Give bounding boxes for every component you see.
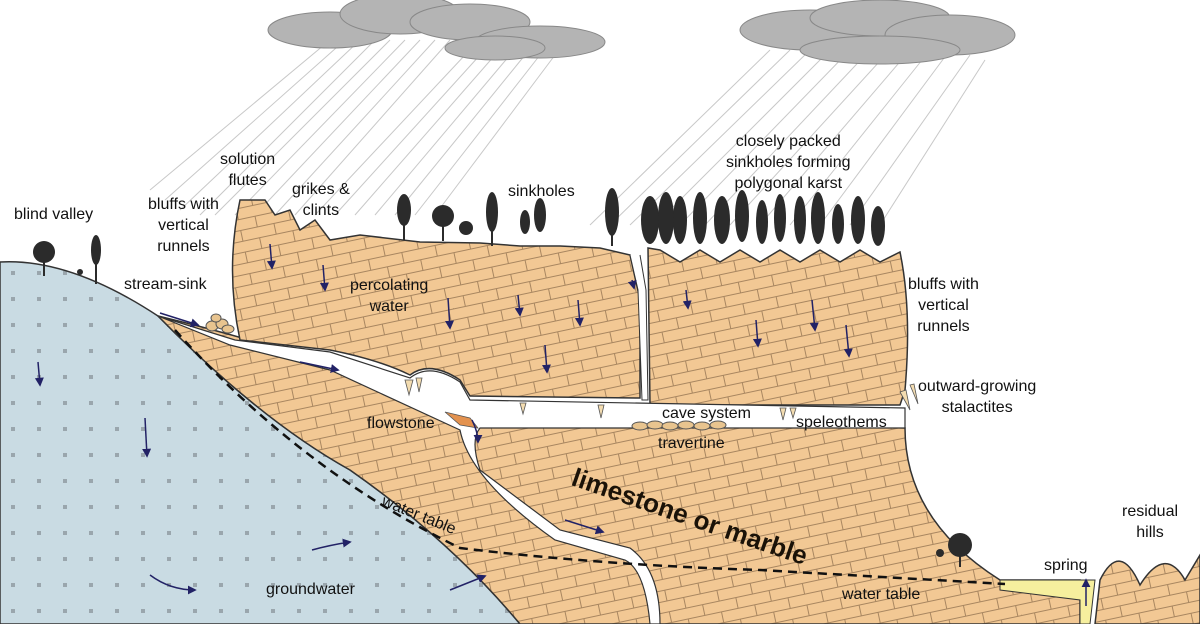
flow-arrows bbox=[34, 243, 1091, 606]
label-outward-stalactites: outward-growing stalactites bbox=[918, 378, 1037, 416]
cave-passage bbox=[157, 315, 906, 624]
label-travertine: travertine bbox=[658, 435, 725, 452]
stalactites bbox=[404, 377, 919, 421]
vertical-fissure bbox=[629, 254, 649, 401]
label-polygonal-karst: closely packed sinkholes forming polygon… bbox=[726, 133, 851, 192]
label-water-table-right: water table bbox=[842, 586, 921, 603]
label-flowstone: flowstone bbox=[367, 415, 435, 432]
limestone-plateau-right bbox=[647, 247, 909, 406]
travertine-deposits bbox=[631, 420, 727, 431]
boulders bbox=[205, 313, 235, 334]
label-bluffs-right: bluffs with vertical runnels bbox=[908, 276, 979, 335]
flowstone-deposit bbox=[444, 411, 479, 429]
spring-pool bbox=[999, 579, 1096, 624]
cloud-right bbox=[739, 0, 1016, 65]
label-spring: spring bbox=[1044, 557, 1088, 574]
label-cave-system: cave system bbox=[662, 405, 751, 422]
residual-hills-shape bbox=[1094, 553, 1200, 624]
label-residual-hills: residual hills bbox=[1122, 503, 1179, 541]
label-speleothems: speleothems bbox=[796, 414, 887, 431]
label-groundwater: groundwater bbox=[266, 581, 355, 598]
trees bbox=[33, 188, 972, 567]
label-percolating-water: percolating water bbox=[350, 277, 429, 315]
label-stream-sink: stream-sink bbox=[124, 276, 207, 293]
cloud-left bbox=[267, 0, 606, 61]
label-blind-valley: blind valley bbox=[14, 206, 94, 223]
rain bbox=[149, 39, 986, 226]
limestone-plateau-left bbox=[231, 199, 641, 399]
label-solution-flutes: solution flutes bbox=[220, 151, 276, 189]
label-grikes-clints: grikes & clints bbox=[292, 181, 350, 219]
water-table-line bbox=[174, 329, 1006, 586]
label-sinkholes: sinkholes bbox=[508, 183, 575, 200]
label-bluffs-left: bluffs with vertical runnels bbox=[148, 196, 219, 255]
